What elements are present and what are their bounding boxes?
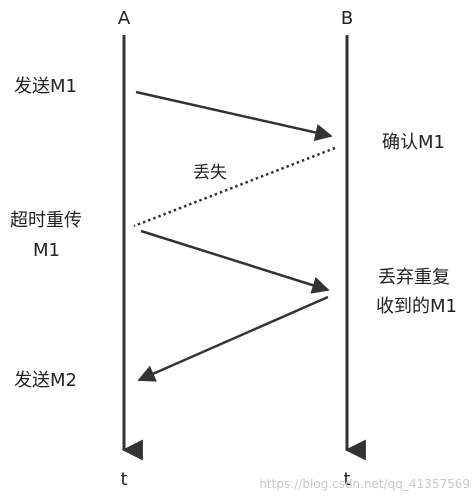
label-timeout-retransmit-line2: M1: [33, 240, 60, 261]
arrow-send-m1: [135, 90, 333, 142]
label-ack-m1: 确认M1: [382, 132, 445, 153]
time-label-b: t: [343, 469, 350, 490]
time-label-a: t: [120, 469, 127, 490]
watermark: https://blog.csdn.net/qq_41357569: [259, 477, 470, 491]
arrow-lost-ack: [133, 146, 336, 228]
arrow-retransmit-m1: [140, 229, 330, 294]
label-lost: 丢失: [193, 163, 227, 183]
node-b-label: B: [341, 8, 353, 29]
label-discard-line2: 收到的M1: [376, 296, 457, 317]
label-discard-line1: 丢弃重复: [378, 267, 450, 288]
node-a-label: A: [118, 8, 131, 29]
label-send-m1: 发送M1: [14, 76, 77, 97]
label-send-m2: 发送M2: [14, 370, 77, 391]
arrow-send-m2: [137, 295, 329, 382]
label-timeout-retransmit-line1: 超时重传: [10, 210, 82, 231]
